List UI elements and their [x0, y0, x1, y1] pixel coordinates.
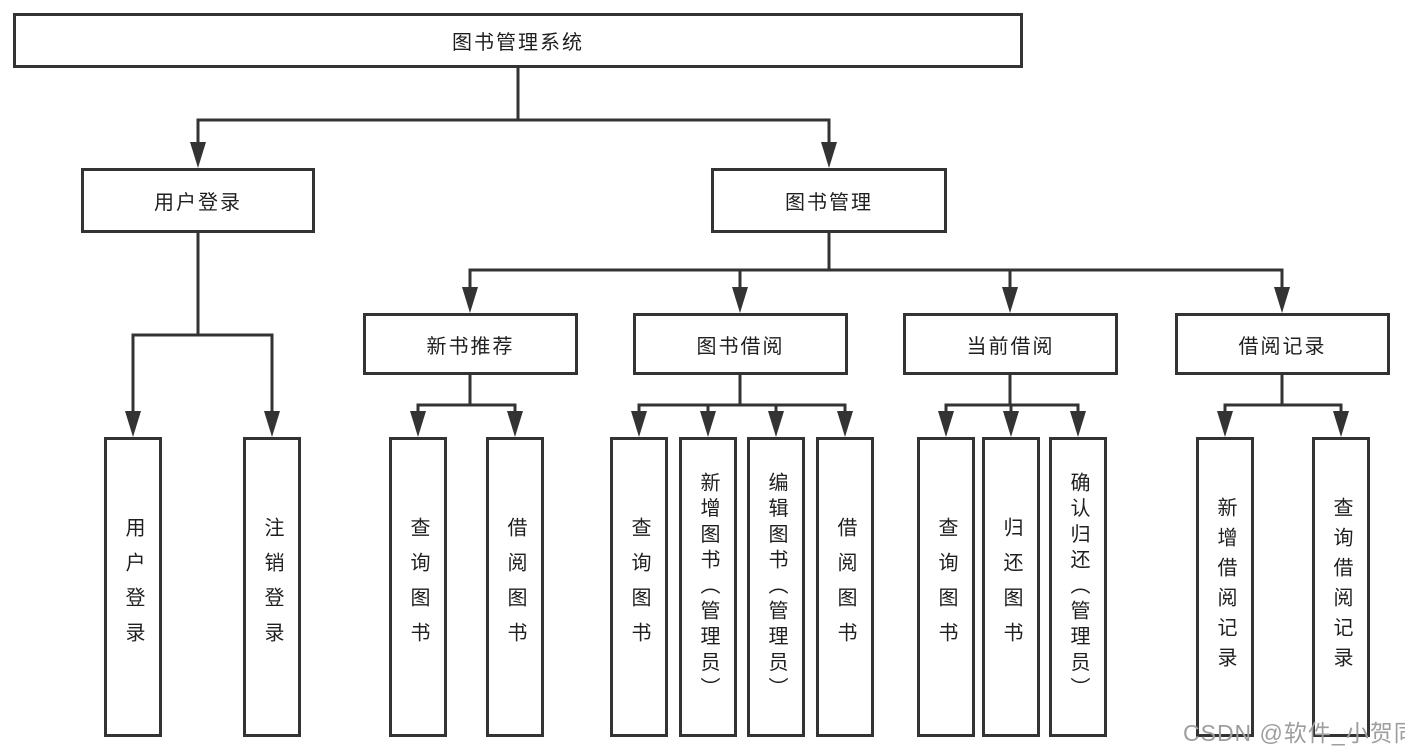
watermark: CSDN @软件_小贺同学	[1183, 720, 1405, 746]
leaf-recommend-borrow-book: 借阅图书	[486, 437, 544, 737]
leaf-query-borrow-record: 查询借阅记录	[1312, 437, 1370, 737]
leaf-return-book: 归还图书	[982, 437, 1040, 737]
leaf-logout: 注销登录	[243, 437, 301, 737]
node-book-management: 图书管理	[711, 168, 947, 233]
node-user-login: 用户登录	[81, 168, 315, 233]
leaf-user-login: 用户登录	[104, 437, 162, 737]
leaf-add-book-admin: 新增图书（管理员）	[679, 437, 737, 737]
node-current-borrow: 当前借阅	[903, 313, 1118, 375]
leaf-current-query-book: 查询图书	[917, 437, 975, 737]
leaf-recommend-query-book: 查询图书	[389, 437, 447, 737]
leaf-confirm-return-admin: 确认归还（管理员）	[1049, 437, 1107, 737]
leaf-borrow-book: 借阅图书	[816, 437, 874, 737]
node-system-root: 图书管理系统	[13, 13, 1023, 68]
node-book-borrow: 图书借阅	[633, 313, 848, 375]
node-new-book-recommend: 新书推荐	[363, 313, 578, 375]
leaf-borrow-query-book: 查询图书	[610, 437, 668, 737]
node-borrow-record: 借阅记录	[1175, 313, 1390, 375]
leaf-add-borrow-record: 新增借阅记录	[1196, 437, 1254, 737]
leaf-edit-book-admin: 编辑图书（管理员）	[747, 437, 805, 737]
